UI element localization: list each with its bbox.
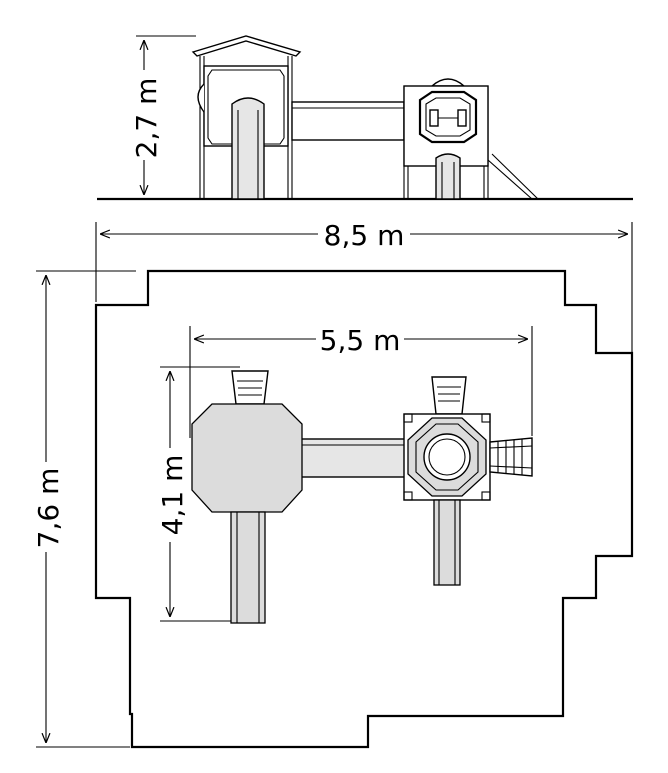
total-width-label: 8,5 m (324, 219, 405, 252)
ladder-plan (489, 437, 533, 477)
total-width-dimension: 8,5 m (95, 219, 633, 352)
left-tower-elevation (191, 35, 302, 200)
tower-roof (191, 35, 302, 57)
straight-slide-elevation (435, 153, 461, 200)
side-elevation-view: 2,7 m (97, 35, 633, 201)
height-dimension: 2,7 m (130, 35, 196, 195)
left-tower-plan (191, 370, 303, 624)
total-depth-label: 7,6 m (32, 468, 65, 549)
ladder-elevation (487, 153, 539, 200)
bridge-elevation (291, 101, 405, 141)
height-label: 2,7 m (130, 78, 163, 159)
plan-view: 8,5 m 7,6 m 5,5 m 4,1 m (32, 219, 634, 749)
tube-slide-plan (230, 511, 266, 624)
inner-depth-dimension: 4,1 m (156, 366, 240, 622)
safety-zone-outline (94, 269, 634, 749)
inner-width-label: 5,5 m (320, 324, 401, 357)
right-tower-plan (403, 376, 533, 586)
straight-slide-plan (433, 499, 461, 586)
inner-depth-label: 4,1 m (156, 455, 189, 536)
roof-dome-plan (423, 433, 471, 481)
bubble-panel (197, 83, 205, 113)
step-entry-right (431, 376, 467, 415)
total-depth-dimension: 7,6 m (32, 270, 136, 748)
right-tower-elevation (403, 78, 539, 200)
inner-width-dimension: 5,5 m (189, 324, 533, 438)
tube-slide-elevation (231, 97, 265, 200)
octagon-deck-left (191, 403, 303, 513)
